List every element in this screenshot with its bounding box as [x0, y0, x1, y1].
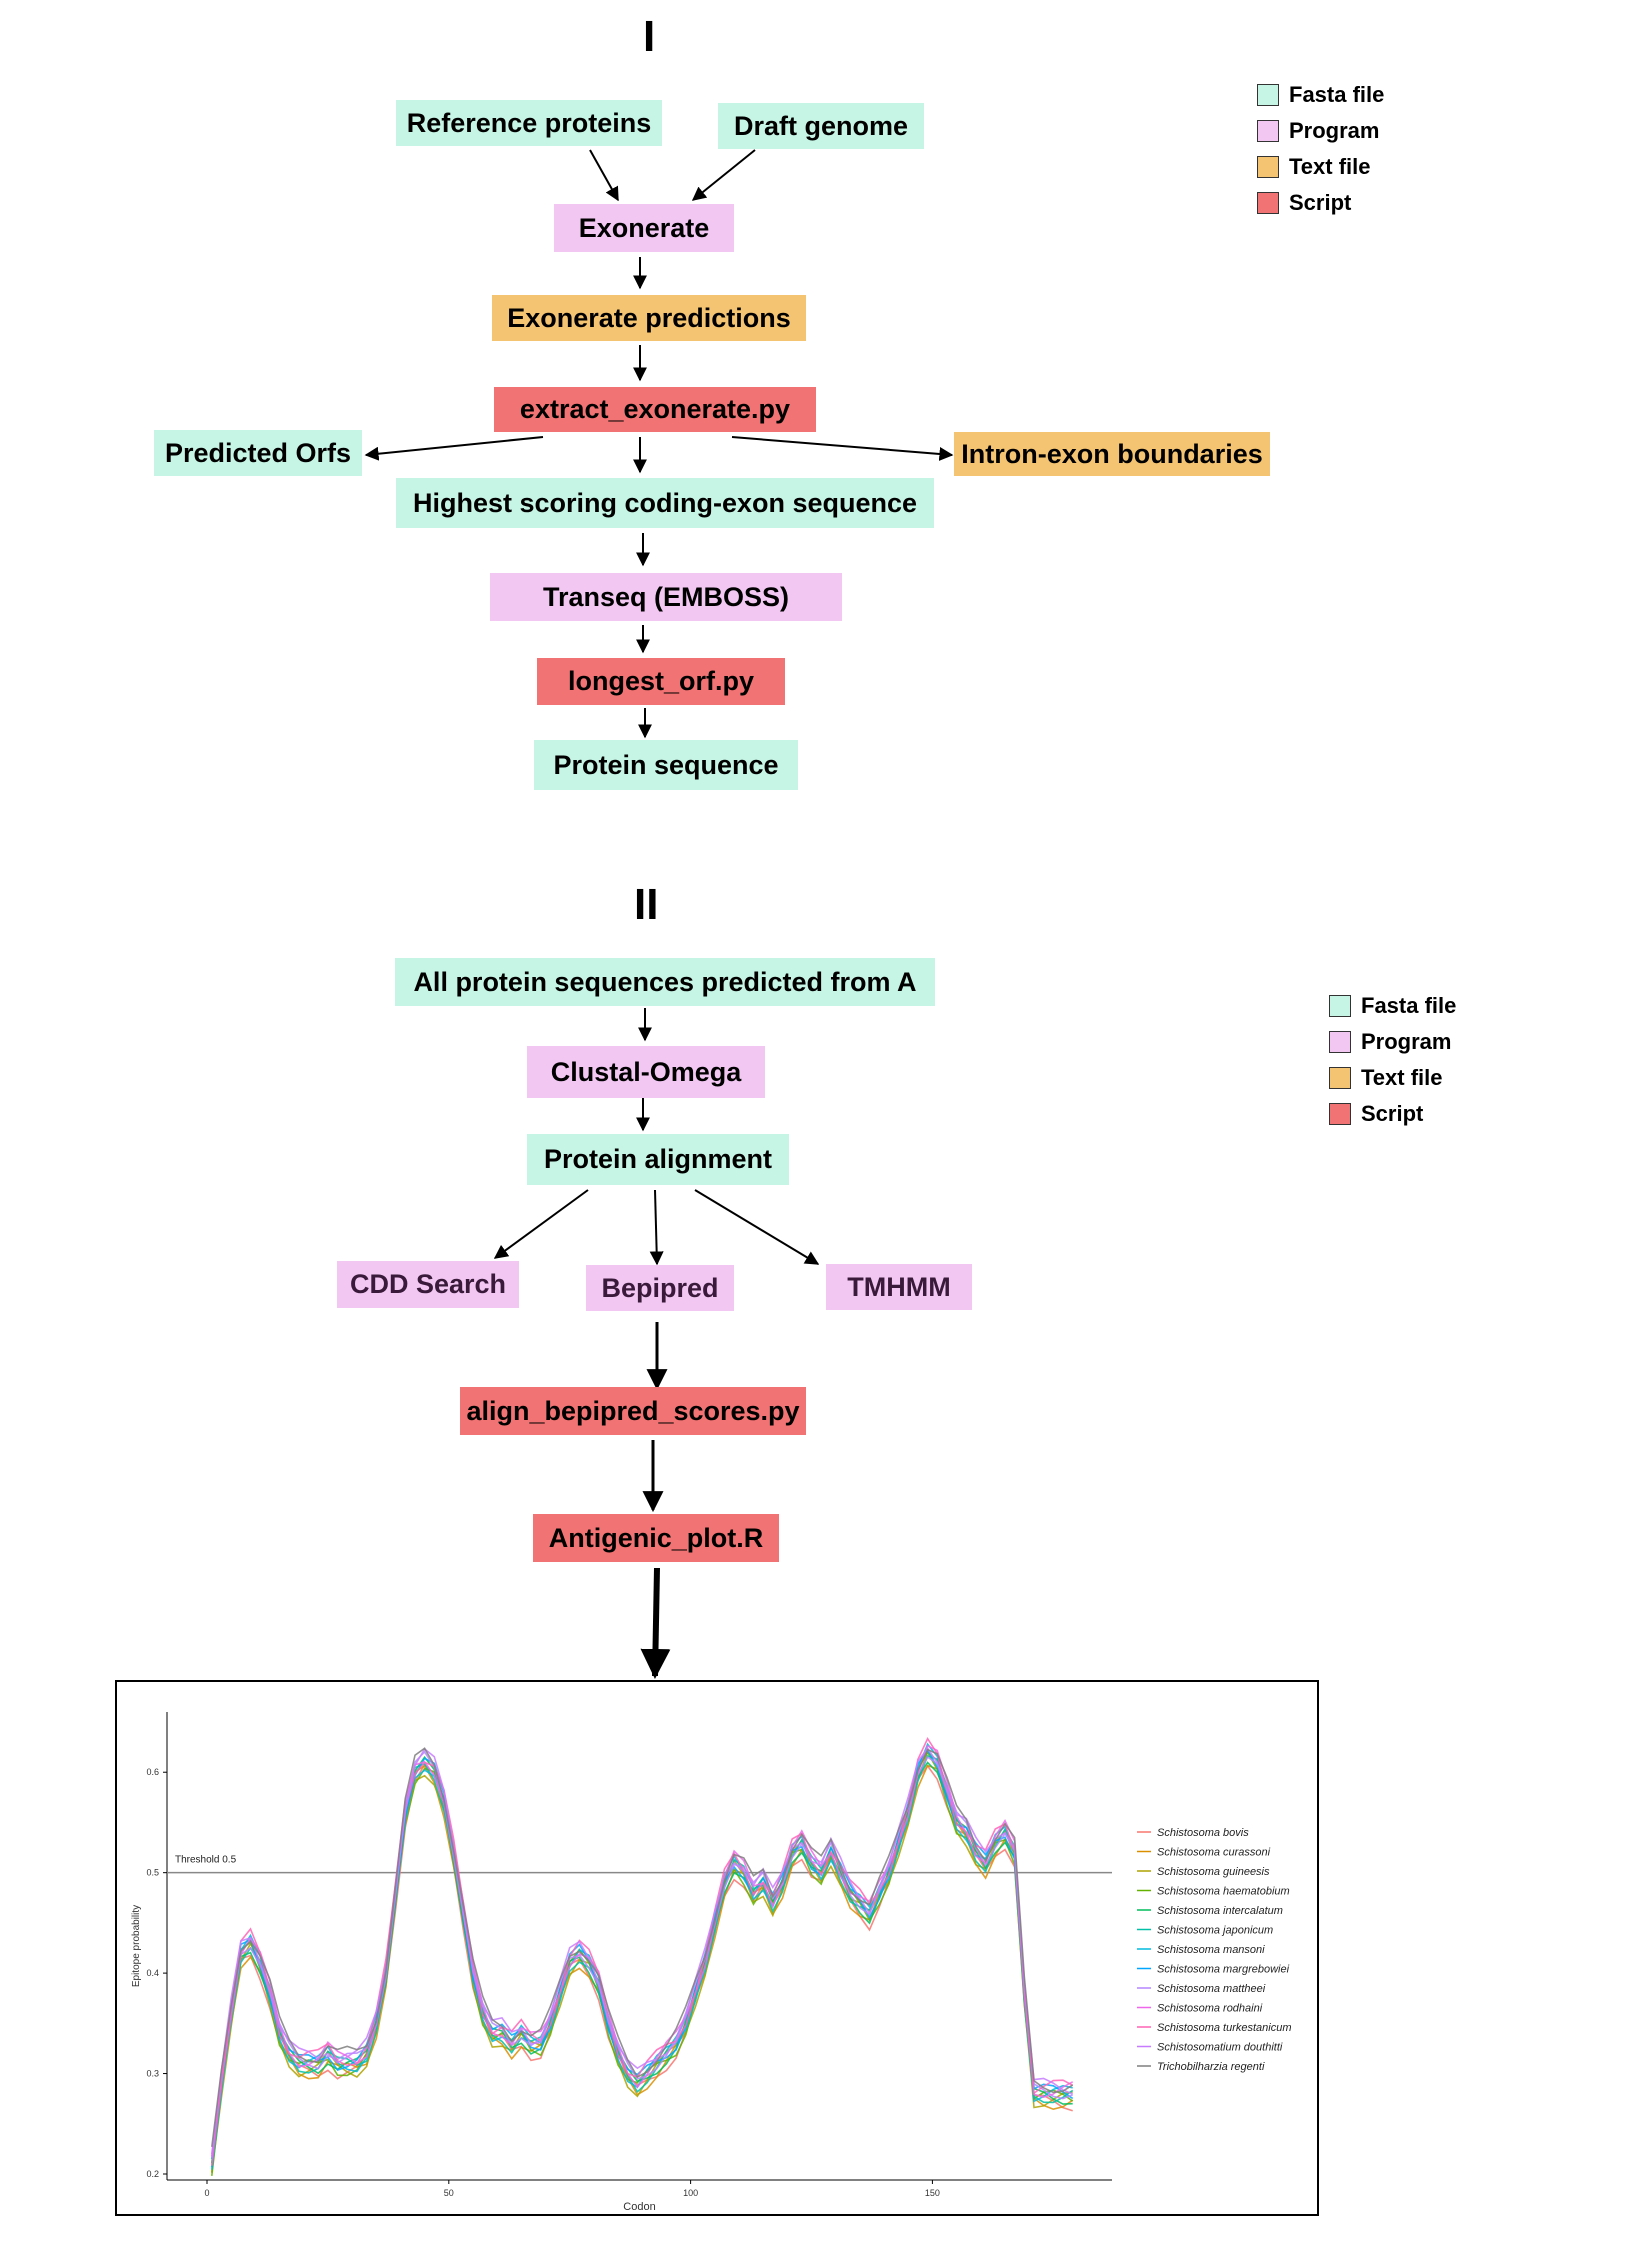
legend-item-fasta: Fasta file	[1257, 77, 1384, 113]
box-intron-exon-boundaries[interactable]: Intron-exon boundaries	[954, 432, 1270, 476]
panel-label-ii: II	[634, 880, 659, 929]
legend-item-text: Text file	[1329, 1060, 1456, 1096]
legend-item-program: Program	[1329, 1024, 1456, 1060]
box-tmhmm[interactable]: TMHMM	[826, 1264, 972, 1310]
arrow-ref-to-exonerate	[589, 149, 619, 202]
legend-entry: Schistosoma intercalatum	[1157, 1905, 1283, 1917]
legend-item-text: Text file	[1257, 149, 1384, 185]
box-draft-genome[interactable]: Draft genome	[718, 103, 924, 149]
legend-label: Text file	[1289, 154, 1371, 179]
legend-entry: Trichobilharzia regenti	[1157, 2061, 1265, 2073]
legend-entry: Schistosoma haematobium	[1157, 1886, 1290, 1898]
panel-label-i: I	[643, 12, 656, 61]
box-highest-scoring-sequence[interactable]: Highest scoring coding-exon sequence	[396, 478, 934, 528]
legend-entry: Schistosoma turkestanicum	[1157, 2022, 1292, 2034]
legend-swatch	[1257, 120, 1279, 142]
box-clustal-omega[interactable]: Clustal-Omega	[527, 1046, 765, 1098]
legend-swatch	[1257, 156, 1279, 178]
series-line	[211, 1747, 1074, 2147]
x-tick-label: 50	[444, 2188, 454, 2198]
arrow-alignment-to-bepipred	[649, 1189, 664, 1266]
legend-label: Script	[1361, 1101, 1424, 1126]
box-longest-orf-script[interactable]: longest_orf.py	[537, 658, 785, 705]
x-tick-label: 100	[683, 2188, 698, 2198]
x-axis-label: Codon	[623, 2201, 655, 2213]
box-exonerate-predictions[interactable]: Exonerate predictions	[492, 295, 806, 341]
legend-swatch	[1329, 1067, 1351, 1089]
legend-item-script: Script	[1257, 185, 1384, 221]
arrow-alignment-to-cdd	[493, 1189, 589, 1259]
arrow-script-to-orfs	[364, 436, 544, 461]
legend-entry: Schistosoma bovis	[1157, 1827, 1249, 1839]
legend-swatch	[1257, 192, 1279, 214]
box-exonerate[interactable]: Exonerate	[554, 204, 734, 252]
y-tick-label: 0.5	[146, 1868, 159, 1878]
legend-item-fasta: Fasta file	[1329, 988, 1456, 1024]
box-align-bepipred-script[interactable]: align_bepipred_scores.py	[460, 1387, 806, 1435]
arrow-genome-to-exonerate	[691, 149, 756, 201]
box-predicted-orfs[interactable]: Predicted Orfs	[154, 430, 362, 476]
box-cdd-search[interactable]: CDD Search	[337, 1261, 519, 1308]
series-line	[211, 1736, 1074, 2166]
legend-item-program: Program	[1257, 113, 1384, 149]
legend-label: Fasta file	[1289, 82, 1385, 107]
legend-label: Text file	[1361, 1065, 1443, 1090]
series-line	[211, 1744, 1074, 2157]
y-tick-label: 0.2	[146, 2169, 159, 2179]
legend-swatch	[1329, 1103, 1351, 1125]
box-transeq-emboss[interactable]: Transeq (EMBOSS)	[490, 573, 842, 621]
series-line	[211, 1750, 1073, 2173]
y-tick-label: 0.6	[146, 1767, 159, 1777]
box-antigenic-plot-script[interactable]: Antigenic_plot.R	[533, 1514, 779, 1562]
legend-label: Program	[1361, 1029, 1452, 1054]
legend-label: Script	[1289, 190, 1352, 215]
arrow-plot-to-chart	[640, 1567, 671, 1679]
legend-item-script: Script	[1329, 1096, 1456, 1132]
series-line	[211, 1742, 1073, 2170]
box-all-protein-sequences[interactable]: All protein sequences predicted from A	[395, 958, 935, 1006]
legend-panel-i: Fasta file Program Text file Script	[1257, 77, 1384, 221]
series-line	[211, 1750, 1073, 2155]
legend-entry: Schistosoma mansoni	[1157, 1944, 1265, 1956]
series-line	[211, 1764, 1074, 2164]
box-protein-sequence[interactable]: Protein sequence	[534, 740, 798, 790]
legend-entry: Schistosoma margrebowiei	[1157, 1964, 1290, 1976]
box-protein-alignment[interactable]: Protein alignment	[527, 1134, 789, 1185]
series-line	[211, 1763, 1073, 2174]
legend-entry: Schistosoma japonicum	[1157, 1925, 1273, 1937]
legend-panel-ii: Fasta file Program Text file Script	[1329, 988, 1456, 1132]
box-bepipred[interactable]: Bepipred	[586, 1265, 734, 1311]
series-line	[211, 1746, 1074, 2158]
y-tick-label: 0.4	[146, 1968, 159, 1978]
series-line	[211, 1750, 1074, 2176]
arrow-script-to-boundaries	[731, 436, 954, 461]
legend-entry: Schistosoma curassoni	[1157, 1847, 1271, 1859]
arrow-alignment-to-tmhmm	[694, 1189, 820, 1265]
series-line	[211, 1755, 1074, 2160]
box-reference-proteins[interactable]: Reference proteins	[396, 100, 662, 146]
legend-label: Fasta file	[1361, 993, 1457, 1018]
legend-swatch	[1257, 84, 1279, 106]
legend-entry: Schistosoma rodhaini	[1157, 2003, 1263, 2015]
y-axis-label: Epitope probability	[131, 1905, 142, 1987]
x-tick-label: 0	[204, 2188, 209, 2198]
threshold-label: Threshold 0.5	[175, 1855, 237, 1866]
legend-entry: Schistosoma mattheei	[1157, 1983, 1266, 1995]
legend-entry: Schistosomatium douthitti	[1157, 2042, 1283, 2054]
series-line	[211, 1755, 1073, 2164]
legend-swatch	[1329, 1031, 1351, 1053]
legend-label: Program	[1289, 118, 1380, 143]
series-line	[211, 1748, 1074, 2168]
box-extract-exonerate-script[interactable]: extract_exonerate.py	[494, 387, 816, 432]
legend-entry: Schistosoma guineesis	[1157, 1866, 1270, 1878]
x-tick-label: 150	[925, 2188, 940, 2198]
legend-swatch	[1329, 995, 1351, 1017]
y-tick-label: 0.3	[146, 2069, 159, 2079]
